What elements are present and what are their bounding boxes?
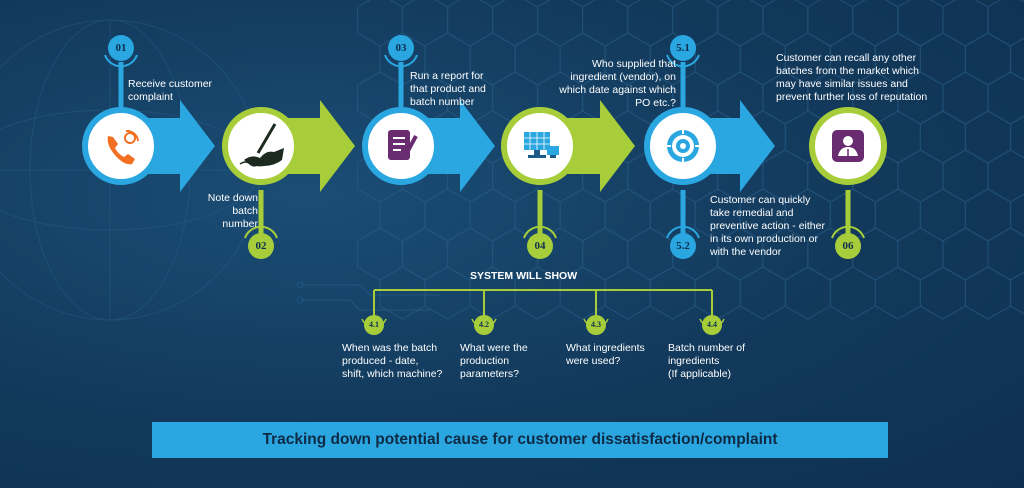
arrow-2-3 xyxy=(280,100,355,192)
person-icon xyxy=(832,130,864,162)
badge-4-3 xyxy=(586,315,606,335)
phone-icon xyxy=(107,129,139,165)
step-number: 03 xyxy=(395,42,407,54)
handwriting-icon xyxy=(239,123,284,167)
badge-06 xyxy=(835,233,861,259)
background-hexagon xyxy=(1009,271,1024,315)
sub-step-badges xyxy=(361,315,725,335)
badge-4-4 xyxy=(702,315,722,335)
badge-04 xyxy=(527,233,553,259)
title-banner: Tracking down potential cause for custom… xyxy=(152,422,888,458)
gear-icon xyxy=(667,130,699,162)
sub-step-number: 4.2 xyxy=(479,320,489,329)
badge-03 xyxy=(388,35,414,61)
step-number: 02 xyxy=(255,240,267,252)
step-number: 5.1 xyxy=(676,42,690,54)
badge-01 xyxy=(108,35,134,61)
page-title: Tracking down potential cause for custom… xyxy=(262,431,778,448)
system-tree-lines xyxy=(373,289,713,316)
computer-icon xyxy=(524,132,559,158)
arrow-4-5 xyxy=(560,100,635,192)
step-connectors xyxy=(118,62,851,238)
badge-5-1 xyxy=(670,35,696,61)
report-icon xyxy=(388,130,418,160)
system-will-show-label: SYSTEM WILL SHOW xyxy=(470,270,578,282)
step-number: 04 xyxy=(534,240,546,252)
badge-02 xyxy=(248,233,274,259)
sub-step-number: 4.3 xyxy=(591,320,601,329)
badge-4-2 xyxy=(474,315,494,335)
arrow-5-6 xyxy=(700,100,775,192)
arrow-1-2 xyxy=(140,100,215,192)
badge-4-1 xyxy=(364,315,384,335)
flow-arrows xyxy=(140,100,775,192)
arrow-3-4 xyxy=(420,100,495,192)
step-circle-1 xyxy=(82,107,160,185)
sub-step-number: 4.1 xyxy=(369,320,379,329)
step-badges xyxy=(104,35,865,259)
badge-5-2 xyxy=(670,233,696,259)
step-number: 06 xyxy=(842,240,854,252)
sub-step-number: 4.4 xyxy=(707,320,717,329)
step-number: 5.2 xyxy=(676,240,690,252)
step-number: 01 xyxy=(115,42,127,54)
